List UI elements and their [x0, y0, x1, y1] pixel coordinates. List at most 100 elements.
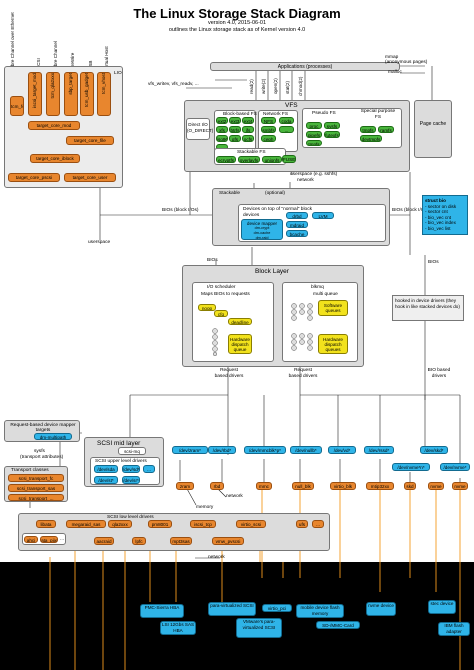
drv-pm8001[interactable]: pm8001: [148, 520, 172, 528]
fs-proc[interactable]: proc: [306, 122, 322, 129]
bcache-box[interactable]: bcache: [286, 230, 308, 237]
drv-aacraid[interactable]: aacraid: [94, 537, 114, 545]
lio-tcm-fc[interactable]: tcm_fc: [10, 96, 24, 116]
lio-target-core-iblock[interactable]: target_core_iblock: [30, 154, 80, 163]
hw-lsi-sas[interactable]: LSI 12Gbs SAS HBA: [160, 621, 196, 635]
fs-nfs[interactable]: NFS: [261, 117, 276, 124]
dev-sr[interactable]: /dev/sr*: [122, 476, 140, 484]
hw-virtio-pci[interactable]: virtio_pci: [262, 604, 292, 612]
drbd-box[interactable]: drbd: [286, 212, 308, 219]
fs-xfs[interactable]: xfs: [216, 126, 228, 133]
dev-more[interactable]: ...: [143, 465, 155, 473]
fs-overlayfs[interactable]: overlayfs: [238, 156, 260, 163]
dev-sda[interactable]: /dev/sda: [94, 465, 118, 473]
drv-mmc[interactable]: mmc: [256, 482, 272, 490]
fs-ramfs[interactable]: ramfs: [378, 126, 394, 133]
drv-low-more[interactable]: ...: [312, 520, 324, 528]
hw-pmc-sierra[interactable]: PMC-Sierra HBA: [140, 604, 184, 618]
lio-tcm-qla2xxx[interactable]: tcm_qla2xxx: [46, 72, 60, 116]
fs-tmpfs[interactable]: tmpfs: [360, 126, 376, 133]
dev-skd[interactable]: /dev/skd*: [420, 446, 448, 454]
fs-devtmpfs[interactable]: devtmpfs: [360, 135, 382, 142]
dev-rbd[interactable]: /dev/rbd*: [208, 446, 236, 454]
drv-skd[interactable]: skd: [404, 482, 416, 490]
fs-futexfs[interactable]: futexfs: [324, 131, 340, 138]
sched-deadline[interactable]: deadline: [228, 318, 252, 325]
fs-ifs[interactable]: ifs: [242, 126, 254, 133]
device-mapper-box[interactable]: device mapper dm-crypt dm-cache dm-raid: [241, 219, 283, 240]
fs-sysfs[interactable]: sysfs: [324, 122, 340, 129]
drv-libata[interactable]: libata: [36, 520, 56, 528]
hw-mobile-flash[interactable]: mobile device flash memory: [296, 604, 344, 618]
scsi-mq-box[interactable]: scsi-mq: [118, 447, 146, 455]
drv-vmw-pvscsi[interactable]: vmw_pvscsi: [212, 537, 244, 545]
drv-lpfc[interactable]: lpfc: [132, 537, 146, 545]
dev-rssd[interactable]: /dev/rssd*: [364, 446, 394, 454]
mdraid-box[interactable]: mdraid: [286, 221, 308, 228]
lio-tcm-vhost[interactable]: tcm_vhost: [97, 72, 111, 116]
fs-smbfs[interactable]: smbfs: [261, 126, 276, 133]
drv-virtio-scsi[interactable]: virtio_scsi: [236, 520, 266, 528]
hw-stec-device[interactable]: stec device: [428, 600, 456, 614]
fs-ecryptfs[interactable]: ecryptfs: [216, 156, 236, 163]
sched-noop[interactable]: noop: [198, 304, 216, 311]
fs-ext4[interactable]: ext4: [242, 117, 254, 124]
dm-multipath-box[interactable]: dm-multipath: [34, 433, 72, 440]
fs-pipefs[interactable]: pipefs: [306, 131, 322, 138]
hw-nvme-device[interactable]: nvme device: [366, 602, 396, 616]
fs-gfs[interactable]: gfs: [229, 135, 241, 142]
fs-ext3[interactable]: ext3: [229, 117, 241, 124]
hw-paravirt-scsi[interactable]: para-virtualized SCSI: [208, 602, 256, 616]
drv-zram[interactable]: zram: [176, 482, 194, 490]
hw-vmware-scsi[interactable]: VMware's para-virtualized SCSI: [236, 618, 282, 638]
fs-unionfs[interactable]: unionfs: [262, 156, 282, 163]
drv-megaraid-sas[interactable]: megaraid_sas: [66, 520, 106, 528]
drv-mpt3sas[interactable]: mpt3sas: [170, 537, 192, 545]
scsi-transport-sas[interactable]: scsi_transport_sas: [8, 484, 64, 492]
fs-ceph[interactable]: ceph: [261, 135, 276, 142]
lvm-box[interactable]: LVM: [312, 212, 334, 219]
dev-nvme-n[interactable]: /dev/nvme*n*: [392, 463, 430, 471]
lio-sbp-target[interactable]: sbp_target: [64, 72, 78, 116]
dev-zram[interactable]: /dev/zram*: [172, 446, 208, 454]
fs-network-more[interactable]: ...: [279, 126, 294, 133]
dev-sd[interactable]: /dev/sd*: [122, 465, 140, 473]
dev-vd[interactable]: /dev/vd*: [328, 446, 356, 454]
drv-ata-piix[interactable]: ata_piix: [40, 536, 58, 543]
fs-fuse[interactable]: FUSE: [282, 155, 296, 163]
dev-mmcblk[interactable]: /dev/mmcblk*p*: [244, 446, 286, 454]
software-queues[interactable]: Software queues: [318, 300, 348, 316]
hw-dispatch-queues[interactable]: Hardware dispatch queues: [318, 334, 348, 354]
lio-target-core-user[interactable]: target_core_user: [64, 173, 116, 182]
hw-dispatch-queue[interactable]: Hardware dispatch queue: [228, 334, 252, 354]
drv-virtio-blk[interactable]: virtio_blk: [330, 482, 356, 490]
lio-target-core-mod[interactable]: target_core_mod: [28, 121, 80, 130]
drv-nvme-1[interactable]: nvme: [428, 482, 444, 490]
scsi-transport-more[interactable]: scsi_transport_...: [8, 494, 64, 501]
drv-mtip32xx[interactable]: mtip32xx: [366, 482, 394, 490]
fs-usbfs[interactable]: tmpfs: [306, 140, 322, 146]
dev-nullb[interactable]: /dev/nullb*: [290, 446, 322, 454]
lio-iscsi-target[interactable]: iscsi_target_mod: [28, 72, 42, 116]
fs-ocfs[interactable]: ocfs: [242, 135, 254, 142]
fs-ext2[interactable]: ext2: [216, 117, 228, 124]
scsi-transport-fc[interactable]: scsi_transport_fc: [8, 474, 64, 482]
drv-ufs[interactable]: ufs: [296, 520, 308, 528]
drv-ahci[interactable]: ahci: [24, 536, 38, 543]
dev-st[interactable]: /dev/st*: [94, 476, 118, 484]
lio-tcm-usb-gadget[interactable]: tcm_usb_gadget: [80, 72, 94, 116]
hw-ibm-flash[interactable]: IBM flash adapter: [438, 622, 470, 636]
sched-cfq[interactable]: cfq: [214, 310, 228, 317]
lio-target-core-file[interactable]: target_core_file: [66, 136, 114, 145]
fs-btrfs[interactable]: btrfs: [229, 126, 241, 133]
dev-nvme[interactable]: /dev/nvme*: [440, 463, 470, 471]
fs-coda[interactable]: coda: [279, 117, 294, 124]
drv-rbd[interactable]: rbd: [210, 482, 224, 490]
drv-qla2xxx[interactable]: qla2xxx: [108, 520, 132, 528]
lio-target-core-pscsi[interactable]: target_core_pscsi: [8, 173, 60, 182]
drv-iscsi-tcp[interactable]: iscsi_tcp: [190, 520, 216, 528]
fs-iso9660[interactable]: iso9660: [216, 135, 228, 142]
drv-null-blk[interactable]: null_blk: [292, 482, 314, 490]
hw-sd-mmc-card[interactable]: SD-/MMC-Card: [316, 621, 360, 629]
drv-nvme-2[interactable]: nvme: [452, 482, 468, 490]
